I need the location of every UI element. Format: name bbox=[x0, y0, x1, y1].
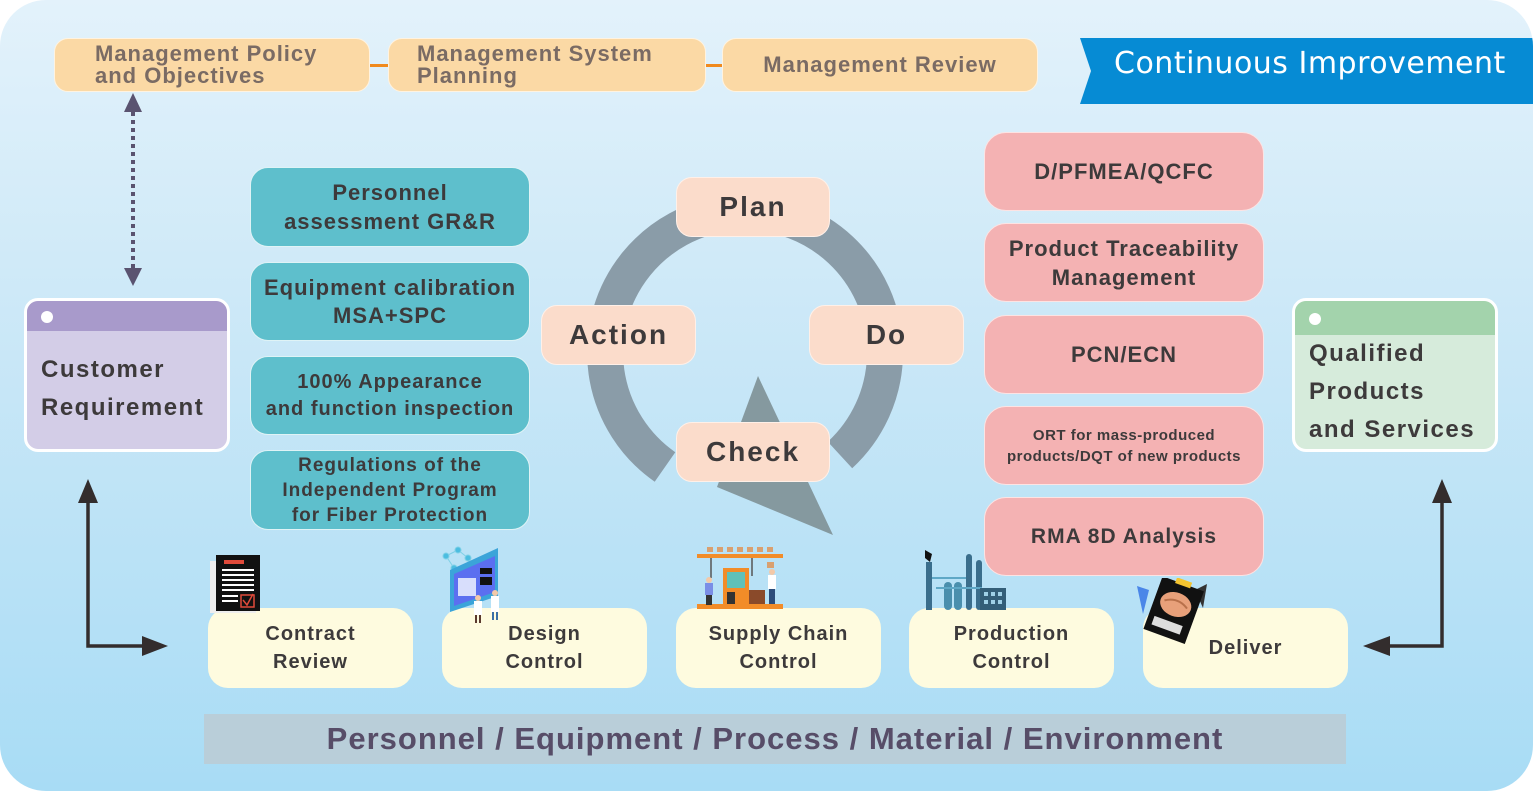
resource-box-regulations: Regulations of the Independent Program f… bbox=[250, 450, 530, 530]
management-review-box: Management Review bbox=[722, 38, 1038, 92]
right-elbow-arrow bbox=[1363, 479, 1452, 656]
qualified-products-card: Qualified Products and Services bbox=[1292, 298, 1498, 452]
control-box-traceability: Product Traceability Management bbox=[984, 223, 1264, 302]
continuous-improvement-banner: Continuous Improvement bbox=[1080, 38, 1533, 104]
process-line: Control bbox=[739, 651, 818, 673]
control-box-pcn: PCN/ECN bbox=[984, 315, 1264, 394]
pdca-do: Do bbox=[809, 305, 964, 365]
window-dot-icon bbox=[1309, 313, 1321, 325]
management-planning-line2: Planning bbox=[417, 63, 518, 88]
management-system-planning-box: Management System Planning bbox=[388, 38, 706, 92]
process-production-control: Production Control bbox=[909, 608, 1114, 688]
control-box-fmea: D/PFMEA/QCFC bbox=[984, 132, 1264, 211]
banner-label: Continuous Improvement bbox=[1114, 46, 1506, 81]
customer-requirement-card: Customer Requirement bbox=[24, 298, 230, 452]
pdca-plan-label: Plan bbox=[719, 191, 787, 222]
process-line: Design bbox=[508, 623, 581, 645]
process-line: Production bbox=[953, 623, 1070, 645]
resource-line: and function inspection bbox=[265, 397, 515, 420]
footer-label: Personnel / Equipment / Process / Materi… bbox=[326, 721, 1224, 756]
qualified-line1: Qualified bbox=[1309, 340, 1426, 367]
process-line: Control bbox=[505, 651, 584, 673]
control-line: PCN/ECN bbox=[1070, 341, 1177, 367]
resource-box-inspection: 100% Appearance and function inspection bbox=[250, 356, 530, 435]
resource-box-personnel: Personnel assessment GR&R bbox=[250, 167, 530, 247]
control-line: products/DQT of new products bbox=[1007, 447, 1241, 465]
control-line: Management bbox=[1051, 264, 1197, 290]
window-dot-icon bbox=[41, 311, 53, 323]
customer-line1: Customer bbox=[41, 356, 166, 383]
resource-line: Regulations of the bbox=[298, 454, 482, 476]
pdca-cycle-ring bbox=[587, 194, 904, 535]
management-policy-box: Management Policy and Objectives bbox=[54, 38, 370, 92]
resource-line: Equipment calibration bbox=[263, 274, 517, 300]
management-connector bbox=[706, 64, 722, 67]
process-line: Deliver bbox=[1208, 637, 1283, 659]
management-planning-line1: Management System bbox=[417, 41, 653, 66]
resources-footer-bar: Personnel / Equipment / Process / Materi… bbox=[204, 714, 1346, 764]
process-line: Review bbox=[273, 651, 348, 673]
resource-line: for Fiber Protection bbox=[291, 504, 489, 526]
resource-line: 100% Appearance bbox=[297, 370, 483, 393]
pdca-action: Action bbox=[541, 305, 696, 365]
pdca-plan: Plan bbox=[676, 177, 830, 237]
handshake-icon bbox=[1137, 578, 1207, 644]
left-elbow-arrow bbox=[78, 479, 168, 656]
resource-line: Independent Program bbox=[282, 479, 498, 501]
pdca-check-label: Check bbox=[705, 436, 801, 467]
control-line: D/PFMEA/QCFC bbox=[1034, 158, 1214, 184]
management-policy-line1: Management Policy bbox=[95, 41, 318, 66]
process-contract-review: Contract Review bbox=[208, 608, 413, 688]
control-box-rma: RMA 8D Analysis bbox=[984, 497, 1264, 576]
control-line: RMA 8D Analysis bbox=[1030, 524, 1218, 548]
pdca-action-label: Action bbox=[568, 319, 669, 350]
resource-line: MSA+SPC bbox=[333, 302, 447, 328]
process-line: Contract bbox=[265, 623, 356, 645]
process-line: Control bbox=[972, 651, 1051, 673]
management-policy-line2: and Objectives bbox=[95, 63, 266, 88]
card-header bbox=[1295, 301, 1495, 335]
resource-box-equipment: Equipment calibration MSA+SPC bbox=[250, 262, 530, 341]
factory-icon bbox=[925, 550, 1006, 610]
contract-document-icon bbox=[210, 555, 260, 613]
pdca-do-label: Do bbox=[865, 319, 908, 350]
process-line: Supply Chain bbox=[708, 623, 849, 645]
control-line: ORT for mass-produced bbox=[1032, 426, 1216, 444]
pdca-check: Check bbox=[676, 422, 830, 482]
management-connector bbox=[370, 64, 388, 67]
management-review-label: Management Review bbox=[763, 52, 997, 77]
qualified-line3: and Services bbox=[1309, 416, 1476, 443]
control-line: Product Traceability bbox=[1008, 235, 1240, 261]
control-box-ort: ORT for mass-produced products/DQT of ne… bbox=[984, 406, 1264, 485]
resource-line: Personnel bbox=[332, 180, 448, 205]
resource-line: assessment GR&R bbox=[284, 209, 496, 234]
customer-line2: Requirement bbox=[41, 394, 205, 421]
qualified-line2: Products bbox=[1309, 378, 1426, 405]
process-supply-chain-control: Supply Chain Control bbox=[676, 608, 881, 688]
supply-chain-icon bbox=[697, 547, 783, 609]
card-header bbox=[27, 301, 227, 331]
dotted-double-arrow bbox=[124, 93, 142, 286]
design-monitor-icon bbox=[442, 546, 499, 623]
